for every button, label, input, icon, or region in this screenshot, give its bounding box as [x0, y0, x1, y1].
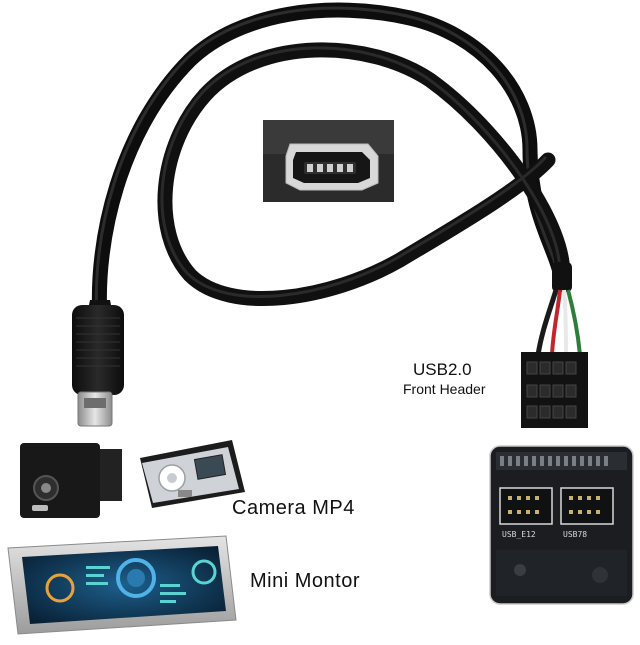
front-header-label: Front Header	[403, 381, 486, 397]
mini-monitor	[7, 535, 237, 635]
motherboard-label-right: USB78	[563, 530, 587, 539]
mini-usb-plug	[72, 300, 124, 427]
mini-monitor-label: Mini Montor	[250, 570, 360, 592]
mini-usb-closeup	[263, 120, 394, 202]
usb2-label: USB2.0	[413, 360, 472, 379]
motherboard-photo: USB_E12 USB78	[489, 445, 634, 605]
motherboard-label-left: USB_E12	[502, 530, 536, 539]
industrial-camera	[20, 443, 122, 518]
mp4-player	[140, 440, 245, 508]
camera-mp4-label: Camera MP4	[232, 497, 355, 519]
usb-cable	[91, 2, 571, 326]
front-header-connector	[521, 262, 588, 428]
